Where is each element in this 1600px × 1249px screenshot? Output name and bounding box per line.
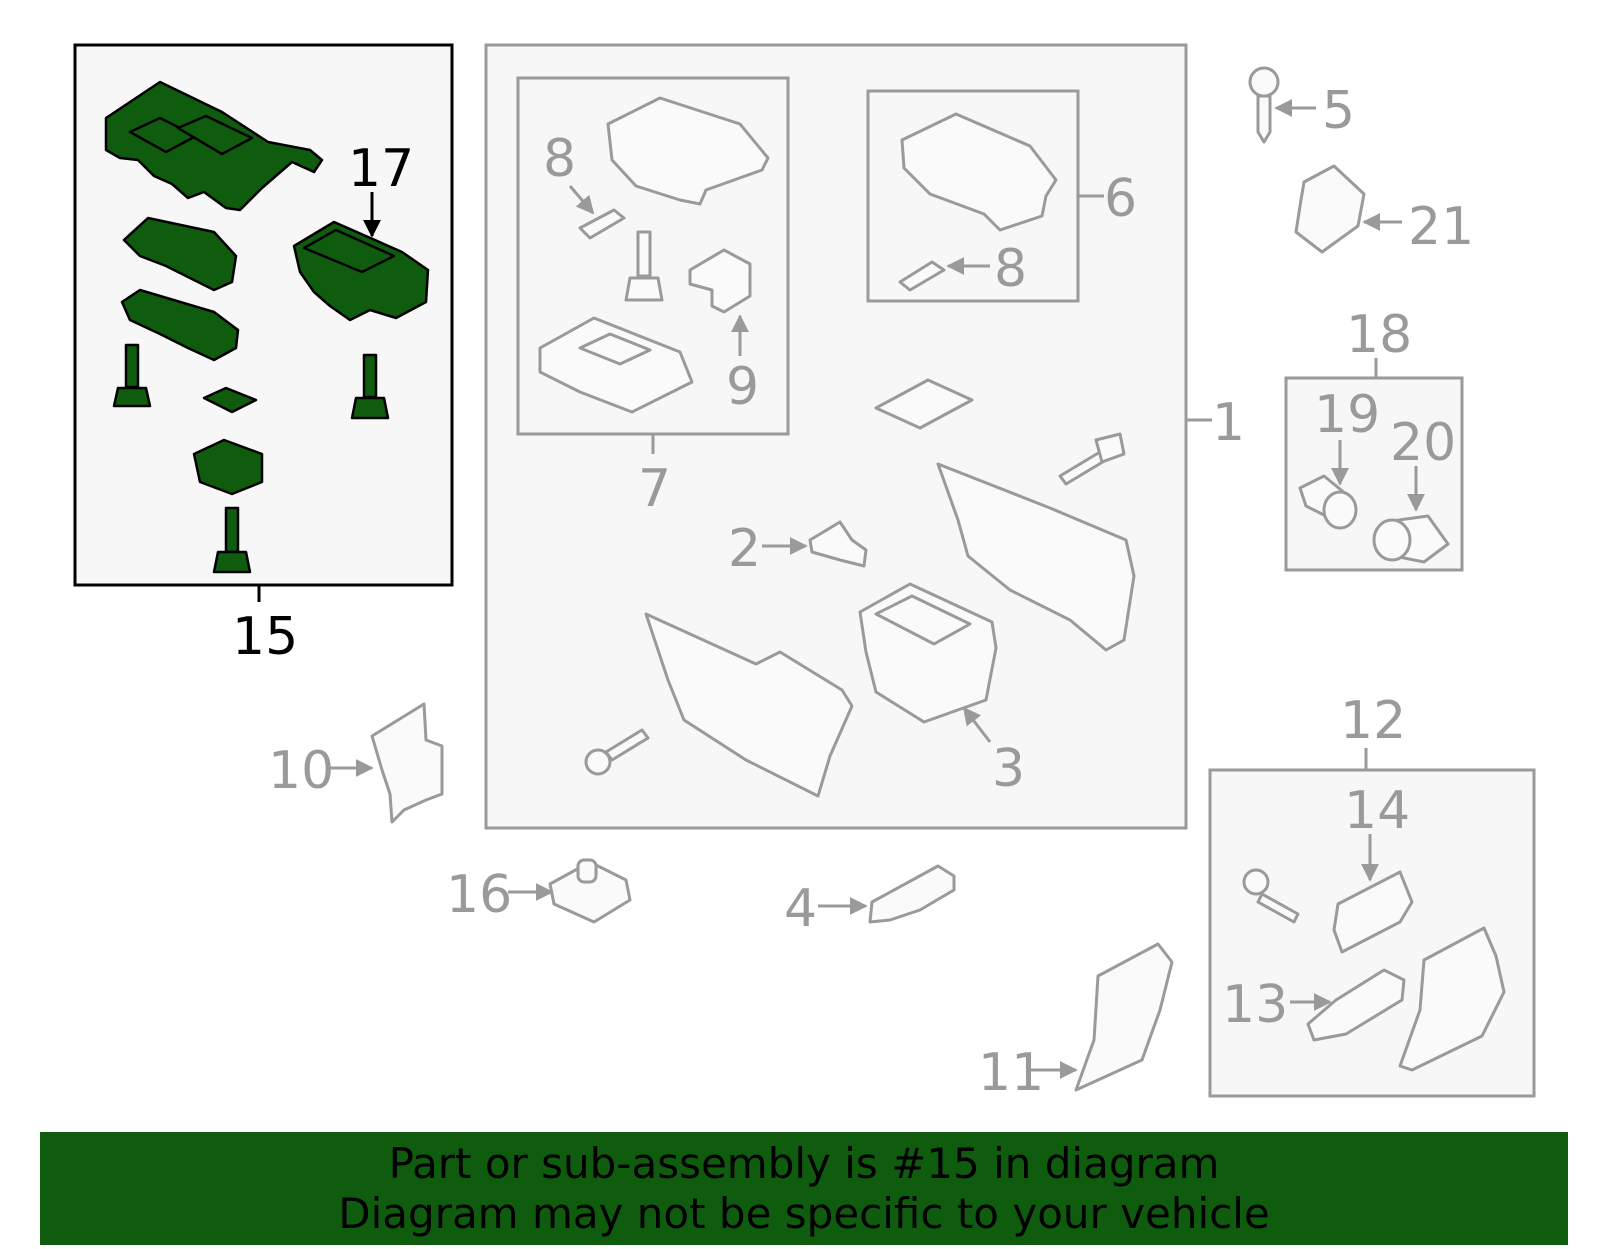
- assembly-15-group[interactable]: 17: [73, 43, 454, 587]
- bolt-left: [112, 343, 152, 408]
- callout-13[interactable]: 13: [1222, 975, 1288, 1035]
- callout-15[interactable]: 15: [232, 607, 298, 667]
- usb-port-13: [1306, 968, 1406, 1042]
- console-mat: [874, 378, 974, 430]
- callout-20[interactable]: 20: [1390, 413, 1456, 473]
- callout-14[interactable]: 14: [1344, 781, 1410, 841]
- callout-11[interactable]: 11: [978, 1043, 1044, 1103]
- bolt-right: [350, 353, 390, 420]
- console-screw-lower: [584, 728, 650, 776]
- rear-trim-screw: [1242, 868, 1300, 924]
- callout-1[interactable]: 1: [1212, 393, 1245, 453]
- callout-7[interactable]: 7: [638, 459, 671, 519]
- switch-21: [1294, 164, 1366, 254]
- callout-18[interactable]: 18: [1346, 305, 1412, 365]
- armrest-base: [538, 316, 694, 414]
- tray-opening: [302, 228, 396, 274]
- console-screw-upper: [1058, 432, 1126, 486]
- cover-14: [1332, 870, 1414, 954]
- callout-12[interactable]: 12: [1340, 691, 1406, 751]
- banner-line-1: Part or sub-assembly is #15 in diagram: [388, 1138, 1220, 1188]
- screw-5: [1248, 66, 1280, 144]
- armrest-bolt: [624, 230, 664, 302]
- armrest-pin-8a: [578, 208, 626, 240]
- bin-3-opening: [874, 594, 972, 646]
- bolt-bottom: [212, 506, 252, 574]
- callout-17[interactable]: 17: [348, 139, 414, 199]
- callout-16[interactable]: 16: [446, 865, 512, 925]
- bracket-10: [370, 702, 444, 824]
- bezel-cup-slot-2: [176, 114, 254, 156]
- callout-21[interactable]: 21: [1408, 197, 1474, 257]
- callout-10[interactable]: 10: [268, 741, 334, 801]
- callout-8b[interactable]: 8: [994, 239, 1027, 299]
- armrest-lid-6: [900, 112, 1058, 232]
- callout-8a[interactable]: 8: [543, 129, 576, 189]
- banner-line-2: Diagram may not be specific to your vehi…: [338, 1188, 1270, 1238]
- bracket-4: [868, 864, 956, 924]
- callout-3[interactable]: 3: [992, 739, 1025, 799]
- rear-trim-panel: [1398, 926, 1506, 1072]
- outlet-cap-20: [1372, 514, 1450, 564]
- callout-6[interactable]: 6: [1104, 169, 1137, 229]
- switch-panel: [120, 288, 240, 362]
- armrest-base-recess: [578, 332, 652, 366]
- info-banner: Part or sub-assembly is #15 in diagram D…: [40, 1132, 1568, 1245]
- console-side-panel-right: [936, 462, 1136, 652]
- armrest-lid: [606, 96, 770, 206]
- leader-3: [962, 706, 992, 743]
- side-panel-11: [1074, 942, 1174, 1092]
- clip-16-post: [576, 858, 598, 884]
- callout-9[interactable]: 9: [726, 357, 759, 417]
- socket-housing: [192, 438, 264, 496]
- bracket-2: [808, 520, 868, 568]
- trim-panel: [122, 216, 238, 292]
- callout-5[interactable]: 5: [1322, 81, 1355, 141]
- armrest-pin-8b: [898, 260, 946, 292]
- hinge-clip-9: [688, 248, 752, 314]
- power-outlet-19: [1298, 474, 1358, 530]
- callout-19[interactable]: 19: [1314, 385, 1380, 445]
- console-side-panel-left: [644, 612, 854, 798]
- callout-2[interactable]: 2: [728, 519, 761, 579]
- small-clip: [202, 386, 258, 414]
- callout-4[interactable]: 4: [784, 879, 817, 939]
- leader-8a: [568, 185, 595, 215]
